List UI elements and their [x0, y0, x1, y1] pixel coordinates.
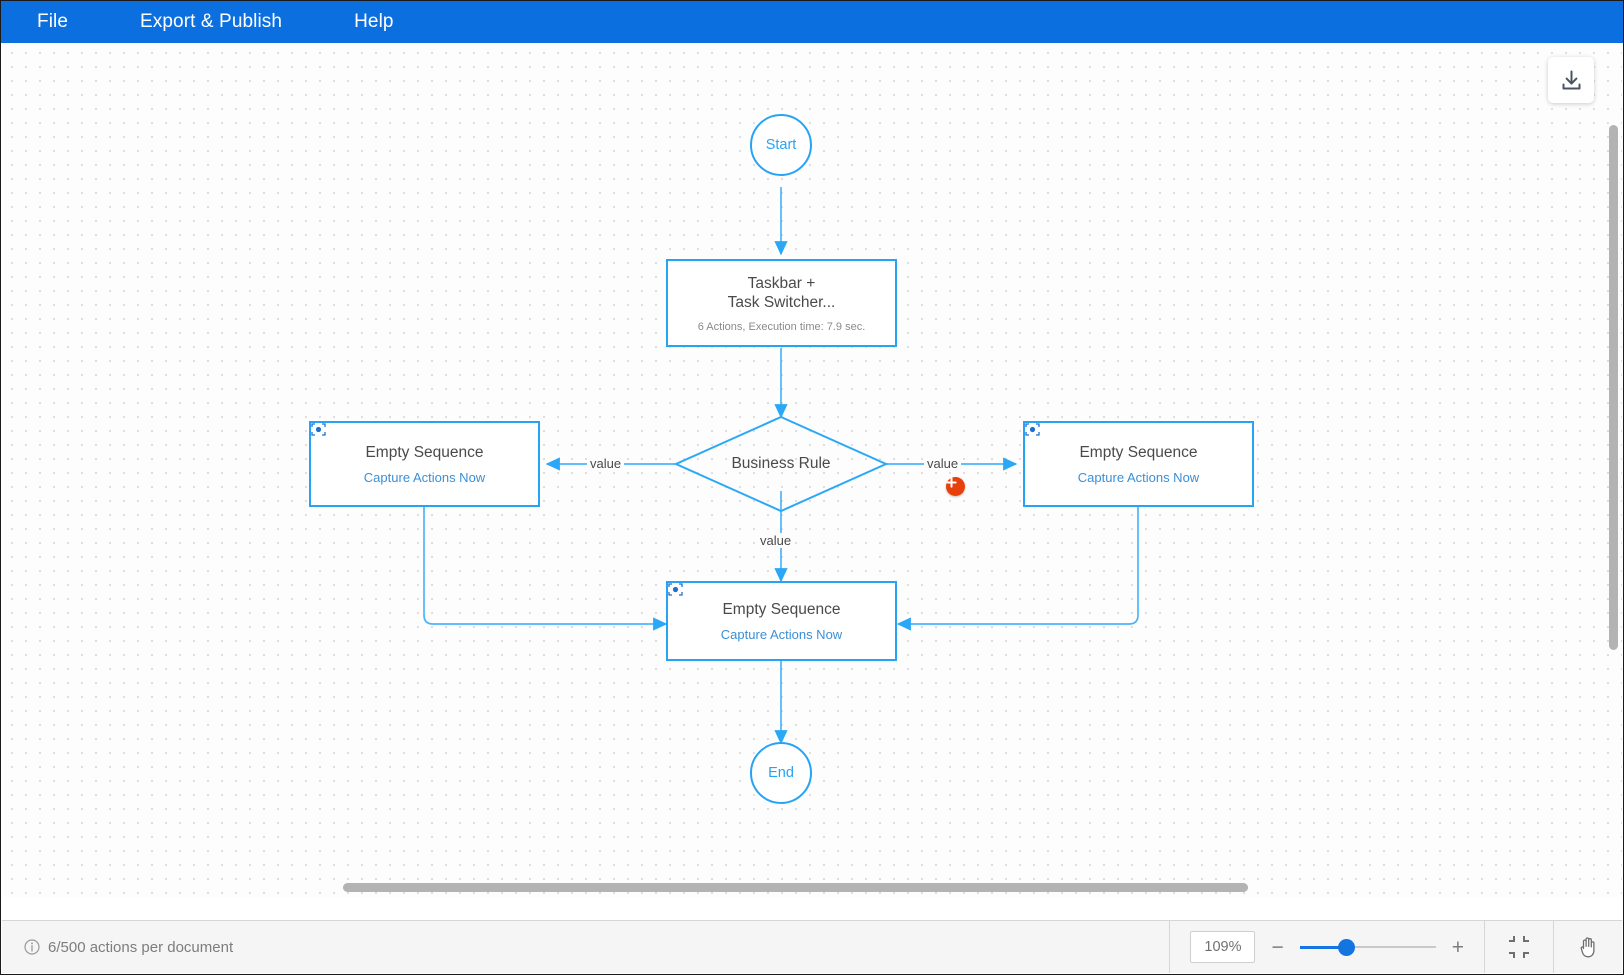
sequence-bottom-title: Empty Sequence	[722, 601, 841, 618]
process-node-title-line2: Task Switcher...	[727, 293, 836, 311]
info-icon	[24, 939, 40, 955]
sequence-left-title: Empty Sequence	[365, 444, 484, 461]
capture-actions-now-bottom[interactable]: Capture Actions Now	[668, 583, 843, 642]
zoom-level-input[interactable]: 109%	[1190, 931, 1256, 963]
process-node-title: Taskbar + Task Switcher...	[728, 274, 836, 312]
end-node-label: End	[768, 765, 794, 781]
process-node-subtitle: 6 Actions, Execution time: 7.9 sec.	[697, 320, 866, 333]
capture-actions-now-right[interactable]: Capture Actions Now	[1025, 423, 1200, 485]
edge-label-down: value	[757, 533, 795, 548]
menu-file[interactable]: File	[37, 11, 69, 32]
process-node-title-line1: Taskbar +	[747, 274, 816, 292]
flowchart-canvas[interactable]: Start Taskbar + Task Switcher... 6 Actio…	[2, 43, 1622, 897]
start-node-label: Start	[765, 137, 797, 153]
flow-diagram: Start Taskbar + Task Switcher... 6 Actio…	[2, 43, 1622, 897]
fit-to-screen-button[interactable]	[1484, 921, 1553, 973]
zoom-out-button[interactable]: −	[1271, 935, 1284, 959]
capture-actions-icon	[668, 583, 683, 596]
download-icon	[1562, 70, 1580, 89]
end-node[interactable]: End	[750, 742, 812, 804]
vertical-scrollbar[interactable]	[1609, 125, 1618, 650]
edge-label-right: value	[924, 456, 962, 471]
status-actions-counter: 6/500 actions per document	[2, 921, 1169, 973]
pan-tool-button[interactable]	[1553, 921, 1622, 973]
menu-bar: File Export & Publish Help	[1, 1, 1623, 43]
zoom-in-button[interactable]: +	[1451, 935, 1464, 959]
zoom-controls: 109% − +	[1169, 921, 1484, 973]
sequence-right-title: Empty Sequence	[1079, 444, 1198, 461]
capture-actions-now-left[interactable]: Capture Actions Now	[311, 423, 486, 485]
zoom-slider-fill	[1299, 945, 1345, 949]
download-button[interactable]	[1548, 57, 1594, 103]
capture-actions-icon	[1025, 423, 1040, 436]
sequence-node-right[interactable]: Empty Sequence Capture Actions Now	[1023, 421, 1254, 507]
plus-icon	[946, 477, 957, 488]
menu-export-publish[interactable]: Export & Publish	[140, 11, 283, 32]
add-step-badge[interactable]	[946, 477, 965, 496]
capture-actions-now-bottom-label: Capture Actions Now	[720, 627, 843, 642]
menu-help[interactable]: Help	[354, 11, 394, 32]
sequence-node-bottom[interactable]: Empty Sequence Capture Actions Now	[666, 581, 897, 661]
hand-pan-icon	[1580, 937, 1595, 958]
fit-to-screen-icon	[1509, 936, 1529, 958]
zoom-slider-thumb[interactable]	[1337, 938, 1355, 956]
zoom-slider-track	[1299, 946, 1436, 948]
decision-node-business-rule[interactable]	[676, 417, 886, 511]
start-node[interactable]: Start	[750, 114, 812, 176]
status-bar: 6/500 actions per document 109% − +	[2, 920, 1622, 973]
status-actions-text: 6/500 actions per document	[48, 938, 234, 956]
edge-label-left: value	[587, 456, 625, 471]
process-node-taskbar-task-switcher[interactable]: Taskbar + Task Switcher... 6 Actions, Ex…	[666, 259, 897, 347]
zoom-slider[interactable]	[1299, 938, 1436, 956]
sequence-node-left[interactable]: Empty Sequence Capture Actions Now	[309, 421, 540, 507]
capture-actions-now-right-label: Capture Actions Now	[1077, 470, 1200, 485]
capture-actions-now-left-label: Capture Actions Now	[363, 470, 486, 485]
capture-actions-icon	[311, 423, 326, 436]
horizontal-scrollbar[interactable]	[343, 883, 1248, 892]
